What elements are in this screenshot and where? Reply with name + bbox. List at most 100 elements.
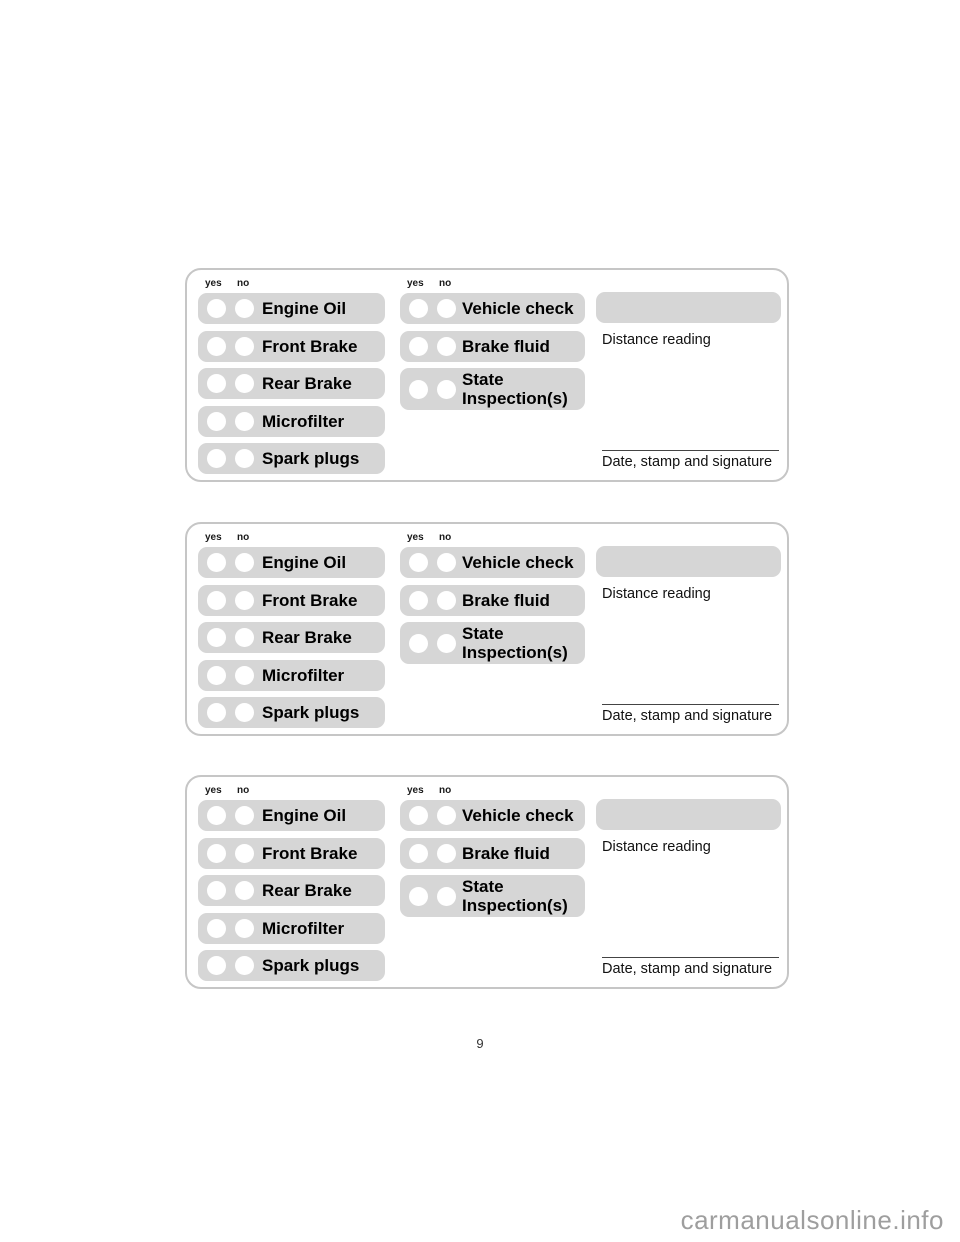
inspection-item-label: Vehicle check <box>462 806 574 825</box>
check-row-brake-fluid: Brake fluid <box>400 585 585 616</box>
yes-checkbox-circle[interactable] <box>409 337 428 356</box>
maintenance-item-label: Spark plugs <box>262 956 360 975</box>
maintenance-item-label: Front Brake <box>262 591 358 610</box>
service-record-block: yes no Engine Oil Front Brake Rear Brake… <box>185 775 789 989</box>
no-checkbox-circle[interactable] <box>235 412 254 431</box>
yes-checkbox-circle[interactable] <box>409 844 428 863</box>
yesno-header: yes no <box>400 785 585 798</box>
no-checkbox-circle[interactable] <box>437 337 456 356</box>
no-checkbox-circle[interactable] <box>235 806 254 825</box>
check-row-front-brake: Front Brake <box>198 331 385 362</box>
maintenance-item-label: Front Brake <box>262 337 358 356</box>
yes-checkbox-circle[interactable] <box>409 591 428 610</box>
maintenance-item-label: Front Brake <box>262 844 358 863</box>
yes-checkbox-circle[interactable] <box>207 553 226 572</box>
check-row-state-inspection: State Inspection(s) <box>400 875 585 917</box>
no-checkbox-circle[interactable] <box>437 886 456 906</box>
yes-checkbox-circle[interactable] <box>207 806 226 825</box>
no-checkbox-circle[interactable] <box>235 666 254 685</box>
check-row-state-inspection: State Inspection(s) <box>400 622 585 664</box>
check-row-vehicle-check: Vehicle check <box>400 547 585 578</box>
yesno-header: yes no <box>198 278 385 291</box>
check-row-microfilter: Microfilter <box>198 660 385 691</box>
yes-checkbox-circle[interactable] <box>207 628 226 647</box>
inspection-item-label: Brake fluid <box>462 844 550 863</box>
yes-checkbox-circle[interactable] <box>409 299 428 318</box>
maintenance-column: yes no Engine Oil Front Brake Rear Brake… <box>198 777 385 987</box>
yes-checkbox-circle[interactable] <box>207 337 226 356</box>
check-row-spark-plugs: Spark plugs <box>198 697 385 728</box>
yes-checkbox-circle[interactable] <box>207 844 226 863</box>
yes-checkbox-circle[interactable] <box>409 379 428 399</box>
yes-checkbox-circle[interactable] <box>207 919 226 938</box>
yesno-header: yes no <box>400 278 585 291</box>
yes-checkbox-circle[interactable] <box>207 299 226 318</box>
distance-reading-box[interactable] <box>596 546 781 577</box>
yes-column-label: yes <box>407 278 424 289</box>
inspection-item-label: Brake fluid <box>462 591 550 610</box>
distance-reading-label: Distance reading <box>602 332 711 348</box>
yes-checkbox-circle[interactable] <box>207 591 226 610</box>
yes-checkbox-circle[interactable] <box>207 703 226 722</box>
check-row-rear-brake: Rear Brake <box>198 875 385 906</box>
distance-reading-label: Distance reading <box>602 586 711 602</box>
no-checkbox-circle[interactable] <box>235 374 254 393</box>
no-checkbox-circle[interactable] <box>437 806 456 825</box>
no-checkbox-circle[interactable] <box>235 881 254 900</box>
yes-checkbox-circle[interactable] <box>207 412 226 431</box>
inspection-column: yes no Vehicle check Brake fluid State I… <box>400 777 585 987</box>
no-checkbox-circle[interactable] <box>437 553 456 572</box>
yesno-header: yes no <box>198 532 385 545</box>
signature-line <box>602 450 779 451</box>
check-row-vehicle-check: Vehicle check <box>400 293 585 324</box>
inspection-column: yes no Vehicle check Brake fluid State I… <box>400 270 585 480</box>
check-row-microfilter: Microfilter <box>198 913 385 944</box>
maintenance-item-label: Rear Brake <box>262 374 352 393</box>
no-checkbox-circle[interactable] <box>235 337 254 356</box>
yesno-header: yes no <box>400 532 585 545</box>
check-row-spark-plugs: Spark plugs <box>198 443 385 474</box>
service-record-block: yes no Engine Oil Front Brake Rear Brake… <box>185 522 789 736</box>
yes-checkbox-circle[interactable] <box>207 449 226 468</box>
maintenance-item-label: Microfilter <box>262 919 345 938</box>
no-checkbox-circle[interactable] <box>235 628 254 647</box>
no-checkbox-circle[interactable] <box>437 379 456 399</box>
record-column: Distance reading Date, stamp and signatu… <box>596 777 781 987</box>
check-row-vehicle-check: Vehicle check <box>400 800 585 831</box>
yes-checkbox-circle[interactable] <box>207 374 226 393</box>
no-checkbox-circle[interactable] <box>235 919 254 938</box>
yes-checkbox-circle[interactable] <box>409 633 428 653</box>
yes-checkbox-circle[interactable] <box>207 956 226 975</box>
no-checkbox-circle[interactable] <box>235 449 254 468</box>
yes-checkbox-circle[interactable] <box>409 553 428 572</box>
yes-checkbox-circle[interactable] <box>409 886 428 906</box>
inspection-item-label: State Inspection(s) <box>462 370 568 408</box>
signature-line <box>602 704 779 705</box>
check-row-brake-fluid: Brake fluid <box>400 331 585 362</box>
maintenance-item-label: Rear Brake <box>262 628 352 647</box>
distance-reading-box[interactable] <box>596 799 781 830</box>
signature-line <box>602 957 779 958</box>
no-column-label: no <box>237 785 250 796</box>
no-checkbox-circle[interactable] <box>437 844 456 863</box>
no-checkbox-circle[interactable] <box>437 299 456 318</box>
distance-reading-box[interactable] <box>596 292 781 323</box>
check-row-spark-plugs: Spark plugs <box>198 950 385 981</box>
inspection-item-label: Brake fluid <box>462 337 550 356</box>
check-row-front-brake: Front Brake <box>198 838 385 869</box>
no-checkbox-circle[interactable] <box>437 633 456 653</box>
yes-checkbox-circle[interactable] <box>409 806 428 825</box>
no-checkbox-circle[interactable] <box>235 956 254 975</box>
no-column-label: no <box>439 785 452 796</box>
no-checkbox-circle[interactable] <box>437 591 456 610</box>
no-checkbox-circle[interactable] <box>235 299 254 318</box>
yes-column-label: yes <box>407 532 424 543</box>
no-checkbox-circle[interactable] <box>235 553 254 572</box>
check-row-engine-oil: Engine Oil <box>198 800 385 831</box>
no-checkbox-circle[interactable] <box>235 703 254 722</box>
no-checkbox-circle[interactable] <box>235 844 254 863</box>
yes-checkbox-circle[interactable] <box>207 666 226 685</box>
check-row-state-inspection: State Inspection(s) <box>400 368 585 410</box>
no-checkbox-circle[interactable] <box>235 591 254 610</box>
yes-checkbox-circle[interactable] <box>207 881 226 900</box>
